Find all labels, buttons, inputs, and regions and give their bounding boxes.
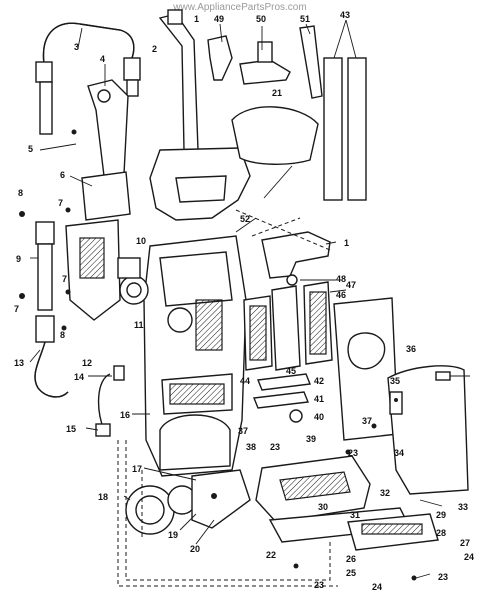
callout-13: 13 [14, 358, 24, 368]
hose-part [35, 22, 141, 135]
base-plate-part [255, 455, 439, 551]
callout-24-b: 24 [372, 582, 382, 592]
callout-1: 1 [194, 14, 199, 24]
callout-21: 21 [272, 88, 282, 98]
cord-hook-part [87, 79, 129, 177]
callout-27: 27 [460, 538, 470, 548]
callout-34: 34 [394, 448, 404, 458]
callout-32: 32 [380, 488, 390, 498]
callout-5: 5 [28, 144, 33, 154]
callout-12: 12 [82, 358, 92, 368]
callout-9: 9 [16, 254, 21, 264]
callout-24-a: 24 [464, 552, 474, 562]
wand-pipe-part [34, 221, 69, 398]
callout-48: 48 [336, 274, 346, 284]
screws-part [19, 129, 417, 581]
callout-43: 43 [340, 10, 350, 20]
switch-plate-part [65, 171, 131, 321]
callout-26: 26 [346, 554, 356, 564]
callout-46: 46 [336, 290, 346, 300]
callout-39: 39 [306, 434, 316, 444]
callout-51: 51 [300, 14, 310, 24]
callout-15: 15 [66, 424, 76, 434]
callout-37-b: 37 [362, 416, 372, 426]
power-cord-part [95, 365, 125, 437]
accessories-part [207, 25, 367, 201]
callout-19: 19 [168, 530, 178, 540]
callout-18: 18 [98, 492, 108, 502]
callout-2: 2 [152, 44, 157, 54]
callout-1-right: 1 [344, 238, 349, 248]
callout-37-a: 37 [238, 426, 248, 436]
callout-23-a: 23 [270, 442, 280, 452]
callout-labels: 1 1 2 3 4 5 6 7 7 7 8 8 9 10 11 12 13 14… [14, 10, 474, 592]
callout-29: 29 [436, 510, 446, 520]
upper-housing-part [149, 147, 251, 221]
watermark-text: www.AppliancePartsPros.com [173, 2, 307, 13]
callout-8-a: 8 [18, 188, 23, 198]
handle-part [158, 9, 199, 151]
callout-8-b: 8 [60, 330, 65, 340]
callout-17: 17 [132, 464, 142, 474]
callout-23-b: 23 [348, 448, 358, 458]
callout-23-d: 23 [438, 572, 448, 582]
callout-10: 10 [136, 236, 146, 246]
callout-40: 40 [314, 412, 324, 422]
callout-49: 49 [214, 14, 224, 24]
callout-36: 36 [406, 344, 416, 354]
callout-7-b: 7 [62, 274, 67, 284]
callout-35: 35 [390, 376, 400, 386]
assembly-guides [117, 209, 338, 587]
callout-23-c: 23 [314, 580, 324, 590]
callout-31: 31 [350, 510, 360, 520]
brushroll-part [125, 469, 251, 535]
handle-bracket-part [261, 231, 331, 286]
callout-44: 44 [240, 376, 250, 386]
bag-door-part [387, 365, 469, 495]
callout-25: 25 [346, 568, 356, 578]
callout-3: 3 [74, 42, 79, 52]
main-body-part [143, 235, 247, 477]
callout-42: 42 [314, 376, 324, 386]
callout-22: 22 [266, 550, 276, 560]
motor-part [117, 257, 149, 305]
callout-52: 52 [240, 214, 250, 224]
callout-41: 41 [314, 394, 324, 404]
callout-47: 47 [346, 280, 356, 290]
callout-20: 20 [190, 544, 200, 554]
filter-part [243, 281, 333, 423]
leader-lines [29, 19, 470, 579]
callout-28: 28 [436, 528, 446, 538]
callout-50: 50 [256, 14, 266, 24]
callout-30: 30 [318, 502, 328, 512]
callout-14: 14 [74, 372, 84, 382]
callout-38: 38 [246, 442, 256, 452]
callout-6: 6 [60, 170, 65, 180]
callout-45: 45 [286, 366, 296, 376]
callout-11: 11 [134, 320, 144, 330]
callout-16: 16 [120, 410, 130, 420]
callout-7-c: 7 [14, 304, 19, 314]
callout-7-a: 7 [58, 198, 63, 208]
callout-4: 4 [100, 54, 105, 64]
callout-33: 33 [458, 502, 468, 512]
